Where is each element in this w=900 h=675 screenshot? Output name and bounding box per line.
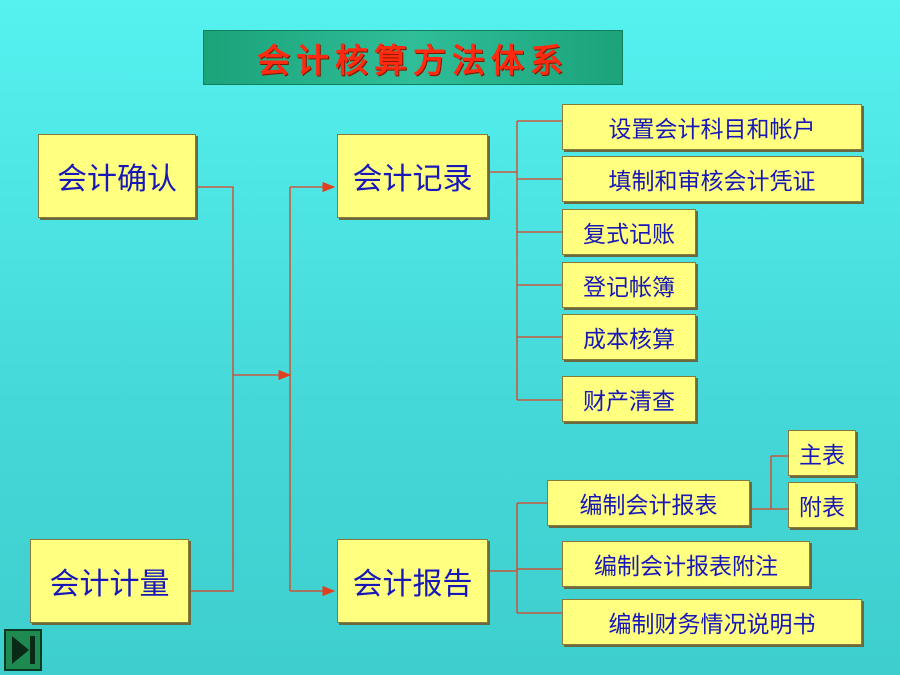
end-slide-icon[interactable]: [4, 629, 42, 671]
method-vouchers: 填制和审核会计凭证: [562, 156, 862, 202]
method-cost-accounting: 成本核算: [562, 314, 696, 360]
method-double-entry: 复式记账: [562, 209, 696, 255]
method-set-accounts: 设置会计科目和帐户: [562, 104, 862, 150]
page-title: 会计核算方法体系: [257, 40, 569, 80]
method-property-inventory: 财产清查: [562, 376, 696, 422]
title-banner: 会计核算方法体系: [203, 30, 623, 85]
method-financial-explanation: 编制财务情况说明书: [562, 599, 862, 645]
play-to-end-icon: [12, 636, 35, 664]
node-accounting-recognition: 会计确认: [38, 134, 196, 218]
node-accounting-measurement: 会计计量: [30, 539, 189, 623]
statement-supplementary: 附表: [788, 482, 856, 528]
node-accounting-recording: 会计记录: [337, 134, 488, 218]
method-book-registration: 登记帐簿: [562, 262, 696, 308]
method-prepare-statements: 编制会计报表: [547, 480, 750, 526]
node-accounting-reporting: 会计报告: [337, 539, 488, 623]
statement-main: 主表: [788, 430, 856, 476]
method-statement-notes: 编制会计报表附注: [562, 541, 810, 587]
